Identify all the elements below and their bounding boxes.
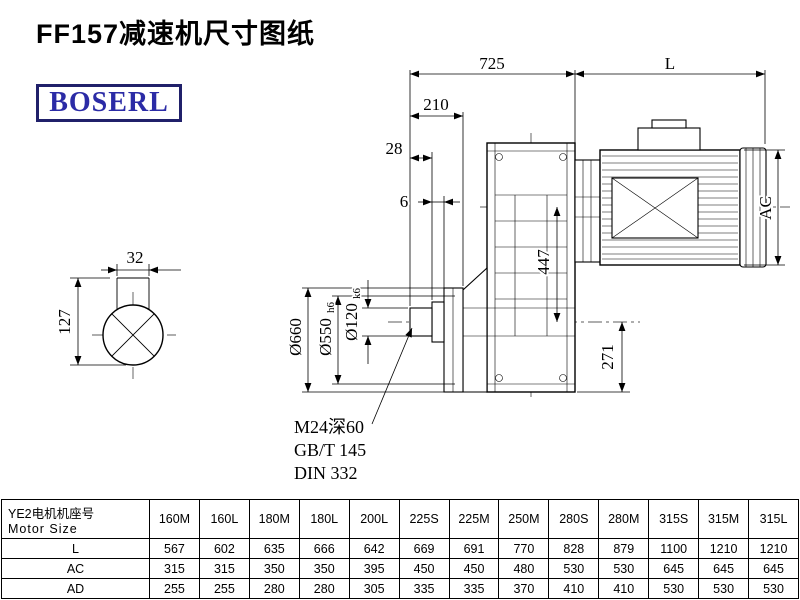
motor [574, 119, 767, 268]
col-header: 180M [248, 499, 300, 539]
cell: 315 [149, 558, 200, 579]
cell: 305 [348, 578, 400, 599]
cell: 350 [298, 558, 350, 579]
cell: 335 [448, 578, 500, 599]
cell: 530 [648, 578, 700, 599]
cell: 567 [149, 538, 200, 559]
cell: 370 [498, 578, 550, 599]
dim-725-label: 725 [479, 54, 505, 73]
dimension-labels: 725 L 210 28 6 AC 447 271 32 127 Ø660 Ø5… [53, 52, 777, 372]
dim-271-label: 271 [598, 344, 617, 370]
dim-127-label: 127 [55, 309, 74, 335]
cell: 255 [149, 578, 200, 599]
table-header-row: YE2电机机座号 Motor Size 160M 160L 180M 180L … [1, 499, 799, 539]
col-header: 200L [348, 499, 400, 539]
extension-lines [70, 70, 785, 393]
col-header: 280S [548, 499, 600, 539]
dimension-lines [74, 70, 782, 425]
cell: 450 [448, 558, 500, 579]
col-header: 315L [748, 499, 799, 539]
dim-AC-label: AC [756, 196, 775, 220]
row-label-AD: AD [1, 578, 150, 599]
dia-550-tolerance: h6 [325, 302, 337, 314]
dim-6-label: 6 [400, 192, 409, 211]
dim-L-label: L [665, 54, 675, 73]
col-header: 225M [448, 499, 500, 539]
cell: 645 [698, 558, 750, 579]
cell: 635 [248, 538, 300, 559]
thread-note: M24深60 [294, 417, 364, 437]
shaft-end-view [102, 277, 164, 366]
row-label-L: L [1, 538, 150, 559]
dim-447-label: 447 [534, 249, 553, 275]
cell: 642 [348, 538, 400, 559]
dim-210-label: 210 [423, 95, 449, 114]
cell: 669 [398, 538, 450, 559]
cell: 255 [198, 578, 250, 599]
brand-logo-text: BOSERL [49, 87, 169, 118]
dia-550-label: Ø550 [316, 318, 335, 356]
cell: 1210 [698, 538, 750, 559]
thread-notes: M24深60 GB/T 145 DIN 332 [294, 417, 366, 483]
table-row-AD: AD 255 255 280 280 305 335 335 370 410 4… [1, 578, 799, 599]
col-header: 315M [698, 499, 750, 539]
col-header: 280M [598, 499, 650, 539]
row-label-AC: AC [1, 558, 150, 579]
dim-32-label: 32 [127, 248, 144, 267]
dia-120-label: Ø120 [342, 303, 361, 341]
table-row-L: L 567 602 635 666 642 669 691 770 828 87… [1, 538, 799, 559]
cell: 645 [748, 558, 799, 579]
motor-size-table: YE2电机机座号 Motor Size 160M 160L 180M 180L … [1, 499, 799, 599]
cell: 691 [448, 538, 500, 559]
col-header: 250M [498, 499, 550, 539]
cell: 335 [398, 578, 450, 599]
brand-logo-box: BOSERL [36, 84, 182, 122]
cell: 280 [248, 578, 300, 599]
cell: 602 [198, 538, 250, 559]
cell: 770 [498, 538, 550, 559]
din-standard-note: DIN 332 [294, 463, 358, 483]
terminal-box-cap [651, 119, 687, 129]
col-header: 160M [149, 499, 200, 539]
cell: 1210 [748, 538, 799, 559]
cell: 530 [698, 578, 750, 599]
table-row-AC: AC 315 315 350 350 395 450 450 480 530 5… [1, 558, 799, 579]
col-header: 180L [298, 499, 350, 539]
motor-adapter [574, 159, 601, 263]
cell: 280 [298, 578, 350, 599]
header-cn: YE2电机机座号 [8, 506, 95, 521]
col-header: 225S [398, 499, 450, 539]
flange-bell [462, 266, 488, 393]
cell: 350 [248, 558, 300, 579]
output-shaft [409, 307, 433, 337]
cell: 395 [348, 558, 400, 579]
cell: 879 [598, 538, 650, 559]
housing [486, 142, 576, 393]
header-en: Motor Size [8, 521, 78, 536]
dim-28-label: 28 [386, 139, 403, 158]
cell: 1100 [648, 538, 700, 559]
cell: 450 [398, 558, 450, 579]
cell: 530 [598, 558, 650, 579]
col-header: 160L [198, 499, 250, 539]
output-flange [443, 287, 464, 393]
cell: 530 [748, 578, 799, 599]
terminal-box [637, 127, 701, 151]
cell: 530 [548, 558, 600, 579]
shaft-collar [431, 301, 445, 343]
col-header: 315S [648, 499, 700, 539]
cell: 410 [598, 578, 650, 599]
gb-standard-note: GB/T 145 [294, 440, 366, 460]
cell: 645 [648, 558, 700, 579]
cell: 480 [498, 558, 550, 579]
cell: 315 [198, 558, 250, 579]
table-corner-cell: YE2电机机座号 Motor Size [1, 499, 150, 539]
dia-660-label: Ø660 [286, 318, 305, 356]
dia-120-tolerance: k6 [351, 288, 363, 300]
page-title: FF157减速机尺寸图纸 [36, 19, 316, 49]
cell: 410 [548, 578, 600, 599]
cell: 828 [548, 538, 600, 559]
cell: 666 [298, 538, 350, 559]
